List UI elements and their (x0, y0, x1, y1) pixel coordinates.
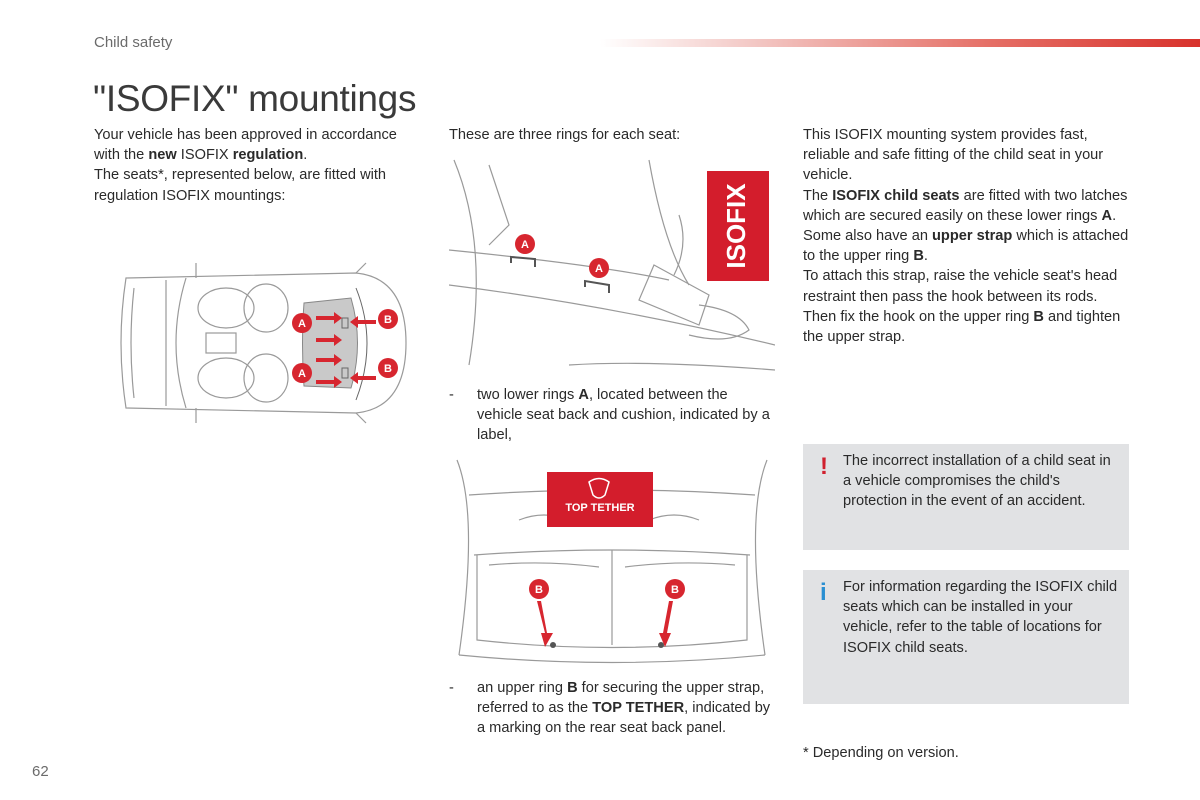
warning-icon: ! (820, 453, 828, 480)
page-number: 62 (32, 763, 49, 780)
header-accent-bar (600, 39, 1200, 47)
page-title: "ISOFIX" mountings (93, 78, 417, 119)
ring-a-label: A (298, 368, 306, 380)
isofix-label-text: ISOFIX (721, 183, 751, 269)
footnote: * Depending on version. (803, 745, 959, 761)
intro-text: Your vehicle has been approved in accord… (94, 127, 397, 204)
top-tether-text: TOP TETHER (565, 502, 634, 514)
ring-a-label: A (521, 239, 529, 251)
lower-rings-figure: A A ISOFIX (449, 159, 775, 371)
ring-b-label: B (384, 314, 392, 326)
warning-box: ! The incorrect installation of a child … (803, 444, 1129, 550)
warning-text: The incorrect installation of a child se… (843, 453, 1111, 510)
info-icon: i (820, 579, 827, 606)
rings-intro: These are three rings for each seat: (449, 127, 681, 143)
info-text: For information regarding the ISOFIX chi… (843, 579, 1118, 656)
ring-a-label: A (595, 263, 603, 275)
top-tether-sign (547, 472, 653, 527)
ring-b-label: B (384, 363, 392, 375)
section-label: Child safety (94, 34, 173, 51)
car-top-view-figure: A A B B (120, 262, 407, 424)
ring-b-label: B (535, 584, 543, 596)
ring-a-label: A (298, 318, 306, 330)
ring-b-label: B (671, 584, 679, 596)
isofix-label-sign (707, 171, 769, 281)
info-box: i For information regarding the ISOFIX c… (803, 570, 1129, 704)
isofix-description: This ISOFIX mounting system provides fas… (803, 127, 1129, 346)
top-tether-figure: TOP TETHER B B (456, 459, 768, 664)
